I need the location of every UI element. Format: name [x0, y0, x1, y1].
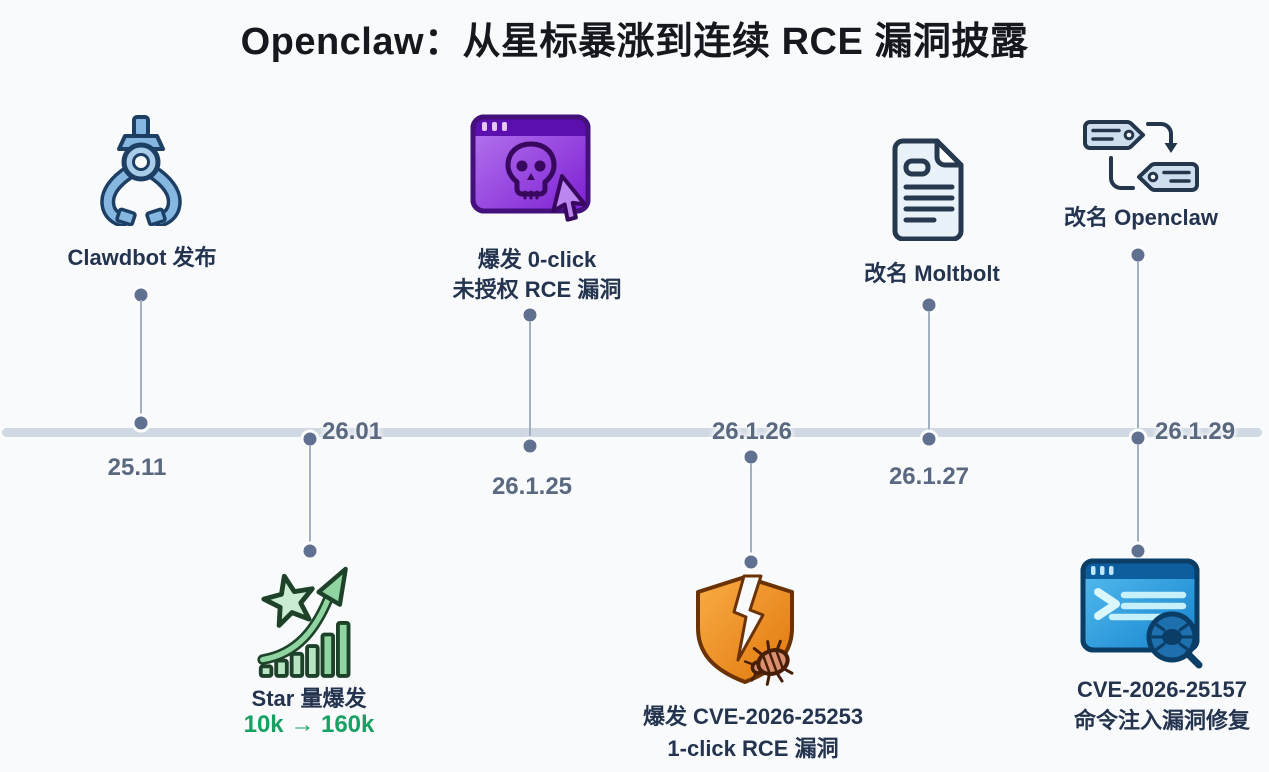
- timeline-bar: [2, 428, 1262, 437]
- connector-line: [529, 321, 531, 441]
- connector-line: [750, 463, 752, 557]
- connector-line: [1137, 261, 1139, 433]
- event-label-cvefix-line1: CVE-2026-25157: [1076, 677, 1247, 702]
- event-label-cvefix-line2: 命令注入漏洞修复: [1073, 708, 1250, 733]
- connector-line: [140, 300, 142, 419]
- date-label: 25.11: [107, 454, 167, 481]
- skull-browser-icon: [470, 114, 606, 230]
- event-label-clawdbot: Clawdbot 发布: [67, 245, 217, 270]
- timeline-dot: [741, 552, 761, 572]
- connector-line: [309, 445, 311, 546]
- event-label-1click-line1: 爆发 CVE-2026-25253: [642, 704, 864, 729]
- document-icon: [889, 137, 969, 241]
- star-growth-icon: [255, 559, 363, 683]
- date-label: 26.1.27: [888, 463, 970, 490]
- date-label: 26.1.26: [711, 418, 793, 445]
- broken-shield-bug-icon: [688, 572, 808, 692]
- timeline-dot: [300, 541, 320, 561]
- rename-tags-icon: [1080, 110, 1202, 202]
- timeline-dot: [919, 429, 939, 449]
- date-label: 26.01: [322, 418, 383, 445]
- date-label: 26.1.25: [491, 473, 573, 500]
- event-label-moltbolt: 改名 Moltbolt: [864, 261, 1000, 286]
- event-label-openclaw-rename: 改名 Openclaw: [1063, 205, 1219, 230]
- timeline-dot: [520, 436, 540, 456]
- page-title: Openclaw：从星标暴涨到连续 RCE 漏洞披露: [240, 21, 1029, 63]
- star-count-highlight: 10k → 160k: [243, 711, 375, 738]
- event-label-0click-line1: 爆发 0-click: [477, 247, 597, 272]
- event-label-1click-line2: 1-click RCE 漏洞: [667, 736, 839, 761]
- event-label-star-surge: Star 量爆发: [251, 686, 367, 711]
- timeline-dot: [131, 413, 151, 433]
- bugfix-browser-icon: [1080, 558, 1210, 672]
- connector-line: [1137, 444, 1139, 546]
- date-label: 26.1.29: [1155, 418, 1236, 445]
- claw-icon: [91, 114, 191, 226]
- event-label-0click-line2: 未授权 RCE 漏洞: [452, 277, 622, 302]
- connector-line: [928, 311, 930, 434]
